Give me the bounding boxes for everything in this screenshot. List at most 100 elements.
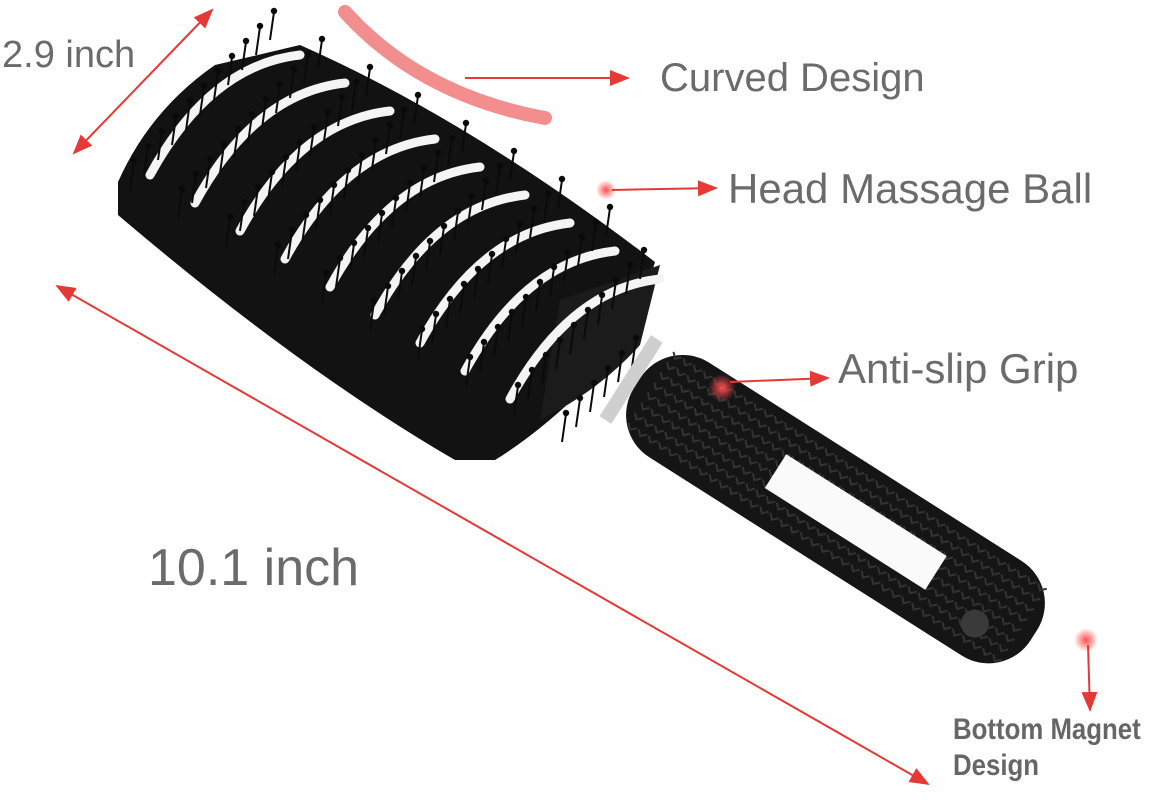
grip-ridge xyxy=(1004,590,1014,599)
massage-ball xyxy=(522,293,530,301)
grip-ridge xyxy=(1020,586,1031,596)
bristle xyxy=(591,222,597,252)
massage-ball xyxy=(454,207,462,215)
bristle xyxy=(273,245,279,275)
massage-ball xyxy=(178,185,186,193)
massage-ball xyxy=(228,52,236,60)
grip-ridge xyxy=(996,557,1007,566)
bristle xyxy=(563,252,569,282)
massage-ball xyxy=(400,106,408,114)
massage-ball xyxy=(482,177,490,185)
bottom-magnet-line2: Design xyxy=(953,749,1040,782)
bottom-magnet-label: Bottom Magnet Design xyxy=(953,712,1141,784)
massage-ball xyxy=(172,112,180,120)
bristle xyxy=(557,179,563,209)
massage-ball xyxy=(130,157,138,165)
grip-ridge xyxy=(977,587,988,597)
massage-ball xyxy=(494,323,502,331)
grip-ridge xyxy=(990,567,1000,576)
massage-ball xyxy=(468,192,476,200)
grip-ridge xyxy=(1001,617,1012,626)
grip-ridge xyxy=(957,574,967,584)
bristle xyxy=(425,241,431,271)
grip-ridge xyxy=(961,634,972,644)
bristle xyxy=(241,41,247,71)
bristle xyxy=(561,413,567,443)
massage-ball xyxy=(276,80,284,88)
massage-ball xyxy=(570,321,578,329)
massage-ball xyxy=(530,205,538,213)
massage-ball xyxy=(432,310,440,318)
massage-ball xyxy=(542,351,550,359)
massage-ball xyxy=(262,95,270,103)
length-label: 10.1 inch xyxy=(148,539,360,597)
bristle xyxy=(267,172,273,202)
grip-ridge xyxy=(946,525,956,534)
bristle xyxy=(287,230,293,260)
massage-ball xyxy=(240,198,248,206)
grip-ridge xyxy=(997,600,1008,609)
massage-ball xyxy=(514,381,522,389)
grip-ridge xyxy=(1027,576,1037,586)
bristle xyxy=(447,138,453,168)
massage-ball xyxy=(350,239,358,247)
bristle xyxy=(301,215,307,245)
grip-ridge xyxy=(944,595,955,604)
grip-ridge xyxy=(972,641,982,650)
bristle xyxy=(411,256,417,286)
grip-ridge xyxy=(1014,596,1024,606)
massage-ball xyxy=(502,235,510,243)
grip-ridge xyxy=(1006,563,1017,573)
massage-ball xyxy=(270,7,278,15)
bristle xyxy=(453,211,459,241)
grip-arrow xyxy=(729,370,830,387)
massage-ball xyxy=(248,110,256,118)
grip-ridge xyxy=(994,584,1004,593)
grip-ridge xyxy=(934,588,944,598)
massage-ball xyxy=(474,265,482,273)
massage-ball xyxy=(242,37,250,45)
bristle xyxy=(433,153,439,183)
bristle xyxy=(357,155,363,185)
bristle xyxy=(323,112,329,142)
grip-ridge xyxy=(1007,607,1018,616)
bristle xyxy=(289,69,295,99)
massage-ball xyxy=(358,151,366,159)
massage-ball xyxy=(370,297,378,305)
grip-ridge xyxy=(981,604,991,613)
massage-ball xyxy=(508,308,516,316)
bristle xyxy=(337,97,343,127)
massage-ball xyxy=(158,127,166,135)
massage-ball xyxy=(144,142,152,150)
magnet-arrow xyxy=(1081,644,1098,712)
massage-ball xyxy=(420,164,428,172)
massage-ball xyxy=(324,108,332,116)
bristle xyxy=(487,254,493,284)
bristle xyxy=(261,99,267,129)
grip-ridge xyxy=(1000,573,1011,583)
massage-ball xyxy=(206,155,214,163)
massage-ball xyxy=(288,226,296,234)
massage-ball xyxy=(640,246,648,254)
bristle xyxy=(281,157,287,187)
bristle xyxy=(575,398,581,428)
bristle xyxy=(351,82,357,112)
grip-ridge xyxy=(935,518,946,528)
bristle xyxy=(225,217,231,247)
grip-ridge xyxy=(1037,583,1047,592)
massage-ball xyxy=(550,263,558,271)
grip-ridge xyxy=(949,541,960,551)
bristle xyxy=(275,84,281,114)
bristle xyxy=(343,170,349,200)
massage-ball xyxy=(418,325,426,333)
massage-ball xyxy=(296,138,304,146)
grip-ridge xyxy=(982,647,992,656)
grip-ridge xyxy=(995,627,1005,636)
massage-ball xyxy=(344,166,352,174)
bristle xyxy=(177,189,183,219)
bristle xyxy=(467,196,473,226)
bristle xyxy=(233,129,239,159)
bristle xyxy=(605,207,611,237)
